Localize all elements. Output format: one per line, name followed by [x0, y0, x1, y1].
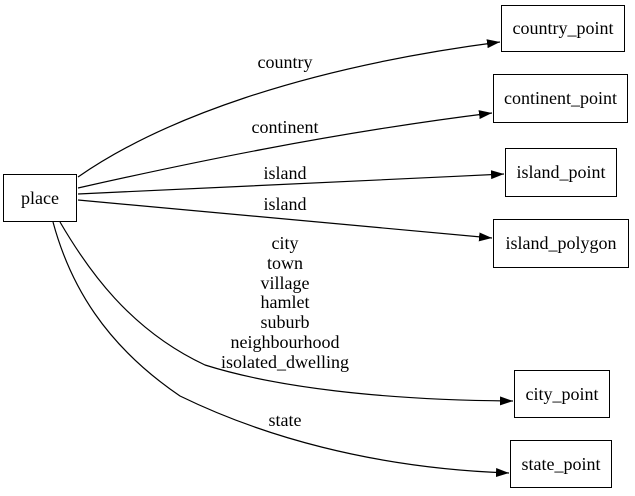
edge-label-isolated-dwelling: isolated_dwelling [221, 351, 349, 372]
edge-label-island-point: island [263, 163, 307, 184]
edge-place-island-point [77, 170, 505, 195]
node-state-point-label: state_point [521, 453, 601, 474]
node-continent-point: continent_point [493, 74, 628, 123]
edge-place-state-point [52, 221, 510, 478]
node-island-point: island_point [505, 148, 617, 197]
edge-label-village: village [260, 272, 310, 293]
edge-label-town: town [266, 252, 303, 273]
edge-place-island-polygon [77, 199, 493, 242]
edge-place-country-point [77, 39, 501, 178]
edge-label-continent: continent [251, 117, 319, 138]
node-country-point: country_point [501, 5, 625, 52]
edge-label-city-group: city town village hamlet suburb neighbou… [221, 233, 349, 373]
edge-label-state: state [268, 410, 302, 431]
node-island-point-label: island_point [516, 162, 606, 182]
edge-label-island-polygon: island [263, 194, 307, 215]
node-continent-point-label: continent_point [504, 88, 617, 108]
node-place: place [3, 174, 77, 222]
node-city-point: city_point [514, 370, 610, 418]
node-island-polygon: island_polygon [493, 219, 629, 268]
edge-label-city: city [271, 233, 299, 253]
edge-label-hamlet: hamlet [260, 292, 310, 313]
edge-label-neighbourhood: neighbourhood [230, 331, 340, 352]
edge-label-country: country [257, 52, 313, 73]
edge-place-continent-point [77, 110, 493, 189]
node-island-polygon-label: island_polygon [505, 233, 617, 253]
node-state-point: state_point [510, 440, 612, 488]
edge-place-city-point [59, 221, 514, 406]
edge-label-suburb: suburb [260, 312, 310, 333]
node-country-point-label: country_point [512, 18, 614, 38]
node-city-point-label: city_point [525, 383, 599, 404]
node-place-label: place [21, 187, 59, 208]
